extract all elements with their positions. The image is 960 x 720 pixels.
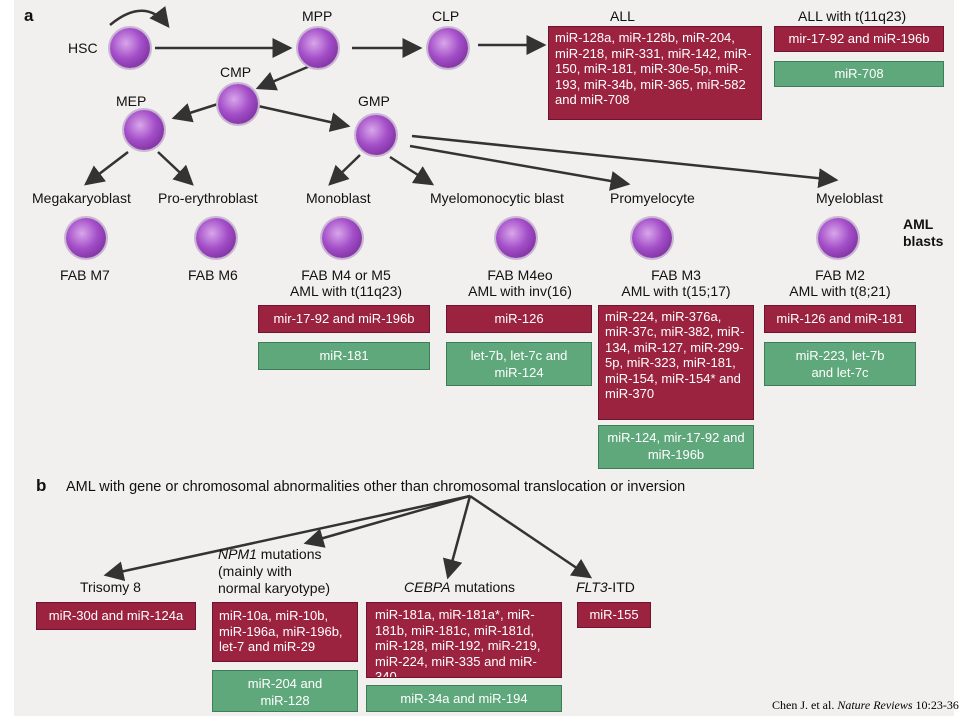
mep-cell xyxy=(124,110,164,150)
proerythroblast-label: Pro-erythroblast xyxy=(158,190,258,206)
myeloblast-label: Myeloblast xyxy=(816,190,883,206)
clp-cell xyxy=(428,28,468,68)
flt3-gene-name: FLT3 xyxy=(576,579,608,595)
fab-m7-label: FAB M7 xyxy=(60,267,110,283)
promyelocyte-cell xyxy=(632,218,672,258)
cmp-cell xyxy=(218,84,258,124)
fab-m3-up-box: miR-224, miR-376a, miR-37c, miR-382, miR… xyxy=(598,305,754,420)
citation: Chen J. et al. Nature Reviews 10:23-36 (… xyxy=(772,698,960,713)
gmp-myeloblast-arrow xyxy=(411,134,839,189)
fab-m2-up-box: miR-126 and miR-181 xyxy=(764,305,916,333)
npm1-label-1: NPM1 mutations xyxy=(218,546,322,562)
cmp-gmp-arrow xyxy=(257,104,351,132)
proerythroblast-cell xyxy=(196,218,236,258)
b-npm1-arrow xyxy=(303,494,471,548)
myelomonocytic-label: Myelomonocytic blast xyxy=(430,190,564,206)
gmp-label: GMP xyxy=(358,93,390,109)
panel-b-label: b xyxy=(36,476,47,495)
gmp-promyelocyte-arrow xyxy=(409,144,631,191)
cebpa-gene-name: CEBPA xyxy=(404,579,451,595)
trisomy-up-box: miR-30d and miR-124a xyxy=(36,602,196,630)
npm1-gene-name: NPM1 xyxy=(218,546,257,562)
hsc-cell xyxy=(110,28,150,68)
myeloblast-cell xyxy=(818,218,858,258)
fab-m3-label-1: FAB M3 xyxy=(651,267,701,283)
gmp-monoblast-arrow xyxy=(328,154,361,186)
citation-authors: Chen J. et al. xyxy=(772,698,838,712)
fab-m4eo-label-1: FAB M4eo xyxy=(487,267,553,283)
fab-m45-up-box: mir-17-92 and miR-196b xyxy=(258,305,430,333)
megakaryoblast-cell xyxy=(66,218,106,258)
cebpa-up-box: miR-181a, miR-181a*, miR-181b, miR-181c,… xyxy=(366,602,562,678)
cebpa-down-box: miR-34a and miR-194 xyxy=(366,685,562,712)
monoblast-label: Monoblast xyxy=(306,190,371,206)
fab-m3-label-2: AML with t(15;17) xyxy=(621,283,731,299)
mpp-cell xyxy=(298,28,338,68)
clp-label: CLP xyxy=(432,8,460,24)
all-11q23-label: ALL with t(11q23) xyxy=(798,8,907,24)
hsc-self-renew-arrow xyxy=(109,6,170,28)
fab-m4eo-up-box: miR-126 xyxy=(446,305,592,333)
cmp-mep-arrow xyxy=(171,102,219,123)
flt3-label-suffix: -ITD xyxy=(607,579,635,595)
myelomonocytic-cell xyxy=(496,218,536,258)
cebpa-label: CEBPA mutations xyxy=(404,579,515,595)
fab-m45-label-1: FAB M4 or M5 xyxy=(301,267,391,283)
mep-megakaryoblast-arrow xyxy=(84,151,129,186)
fab-m2-label-1: FAB M2 xyxy=(815,267,865,283)
panel-b-title: AML with gene or chromosomal abnormaliti… xyxy=(66,479,686,495)
flt3-up-box: miR-155 xyxy=(577,602,651,628)
npm1-label-2: (mainly with xyxy=(218,563,292,579)
fab-m45-down-box: miR-181 xyxy=(258,342,430,370)
gmp-myelomonocytic-arrow xyxy=(389,155,435,186)
all-mirna-box: miR-128a, miR-128b, miR-204, miR-218, mi… xyxy=(548,26,762,120)
b-cebpa-arrow xyxy=(442,495,472,580)
flt3-label: FLT3-ITD xyxy=(576,579,635,595)
npm1-label-3: normal karyotype) xyxy=(218,580,331,596)
gmp-cell xyxy=(356,115,396,155)
npm1-down-box: miR-204 and miR-128 xyxy=(212,670,358,712)
fab-m2-label-2: AML with t(8;21) xyxy=(789,283,891,299)
npm1-label-suffix: mutations xyxy=(256,546,322,562)
npm1-up-box: miR-10a, miR-10b, miR-196a, miR-196b, le… xyxy=(212,602,358,662)
aml-blasts-label: AML blasts xyxy=(903,216,944,249)
fab-m4eo-label-2: AML with inv(16) xyxy=(468,283,572,299)
fab-m3-down-box: miR-124, mir-17-92 and miR-196b xyxy=(598,425,754,469)
citation-journal: Nature Reviews xyxy=(837,698,913,712)
mpp-label: MPP xyxy=(302,8,333,24)
fab-m6-label: FAB M6 xyxy=(188,267,238,283)
all-11q23-up-box: mir-17-92 and miR-196b xyxy=(774,26,944,52)
monoblast-cell xyxy=(322,218,362,258)
trisomy-label: Trisomy 8 xyxy=(80,579,141,595)
b-flt3-arrow xyxy=(469,494,593,579)
mep-proerythroblast-arrow xyxy=(157,151,194,186)
all-label: ALL xyxy=(610,8,635,24)
all-11q23-down-box: miR-708 xyxy=(774,61,944,87)
fab-m45-label-2: AML with t(11q23) xyxy=(289,283,403,299)
cmp-label: CMP xyxy=(220,64,252,80)
mpp-cmp-arrow xyxy=(255,64,311,91)
panel-a-label: a xyxy=(24,6,34,25)
promyelocyte-label: Promyelocyte xyxy=(610,190,695,206)
b-trisomy-arrow xyxy=(103,494,471,582)
hsc-label: HSC xyxy=(68,40,98,56)
citation-ref: 10:23-36 (2010) xyxy=(915,698,960,712)
mep-label: MEP xyxy=(116,93,147,109)
fab-m4eo-down-box: let-7b, let-7c and miR-124 xyxy=(446,342,592,386)
megakaryoblast-label: Megakaryoblast xyxy=(32,190,131,206)
fab-m2-down-box: miR-223, let-7b and let-7c xyxy=(764,342,916,386)
cebpa-label-suffix: mutations xyxy=(450,579,516,595)
